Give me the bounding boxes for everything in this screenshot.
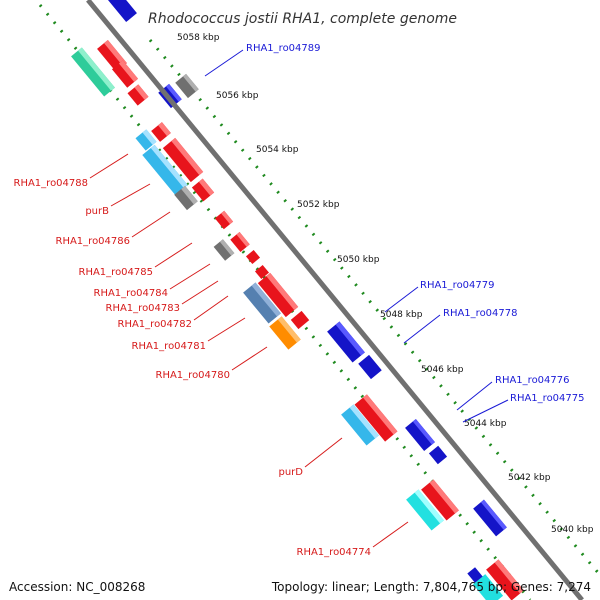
accession-text: Accession: NC_008268	[9, 580, 146, 594]
feature-red-10[interactable]	[254, 264, 270, 280]
feature-blue-4[interactable]	[358, 354, 382, 380]
scale-tick-label: 5046 kbp	[421, 365, 464, 375]
scale-tick-label: 5042 kbp	[508, 473, 551, 483]
scale-ticks: 5058 kbp 5056 kbp 5054 kbp 5052 kbp 5050…	[177, 33, 594, 535]
scale-tick-label: 5056 kbp	[216, 91, 259, 101]
feature-red-12[interactable]	[290, 310, 310, 330]
scale-tick-label: 5058 kbp	[177, 33, 220, 43]
reverse-gene-label[interactable]: RHA1_ro04781	[132, 341, 207, 352]
feature-red-14[interactable]	[421, 479, 459, 521]
scale-tick-label: 5054 kbp	[256, 145, 299, 155]
reverse-gene-label[interactable]: RHA1_ro04785	[79, 267, 154, 278]
reverse-gene-label[interactable]: RHA1_ro04783	[106, 303, 181, 314]
feature-blue-3[interactable]	[327, 321, 365, 363]
feature-red-5[interactable]	[162, 137, 204, 183]
reverse-feature-group	[71, 39, 524, 600]
scale-tick-label: 5050 kbp	[337, 255, 380, 265]
scale-tick-label: 5040 kbp	[551, 525, 594, 535]
feature-red-11[interactable]	[257, 272, 299, 318]
feature-gray-3[interactable]	[175, 73, 199, 99]
feature-blue-6[interactable]	[428, 445, 448, 465]
genome-stats-text: Topology: linear; Length: 7,804,765 bp; …	[271, 580, 591, 594]
reverse-gene-label[interactable]: RHA1_ro04788	[14, 178, 89, 189]
feature-red-15[interactable]	[486, 559, 524, 600]
feature-gray-2[interactable]	[213, 239, 235, 261]
feature-red-9[interactable]	[245, 249, 261, 265]
feature-cyan-1[interactable]	[135, 129, 157, 151]
reverse-labels: RHA1_ro04788 purB RHA1_ro04786 RHA1_ro04…	[14, 153, 409, 558]
reverse-gene-label[interactable]: RHA1_ro04786	[56, 236, 131, 247]
reverse-gene-label[interactable]: RHA1_ro04784	[94, 288, 169, 299]
forward-labels: RHA1_ro04789 RHA1_ro04779 RHA1_ro04778 R…	[204, 43, 585, 423]
feature-gray-1[interactable]	[174, 185, 198, 211]
feature-blue-5[interactable]	[405, 418, 435, 452]
feature-blue-1[interactable]	[107, 0, 137, 23]
feature-red-8[interactable]	[230, 232, 250, 252]
scale-tick-label: 5048 kbp	[380, 310, 423, 320]
feature-cyan-2[interactable]	[142, 144, 188, 196]
feature-red-4[interactable]	[151, 122, 171, 142]
forward-gene-label[interactable]: RHA1_ro04775	[510, 393, 585, 404]
forward-gene-label[interactable]: RHA1_ro04789	[246, 43, 321, 54]
feature-red-13[interactable]	[354, 394, 398, 442]
feature-red-3[interactable]	[127, 84, 149, 106]
reverse-gene-label[interactable]: purD	[279, 467, 304, 478]
feature-blue-8[interactable]	[467, 567, 483, 583]
reverse-gene-label[interactable]: purB	[85, 206, 109, 217]
feature-cyan-4[interactable]	[406, 489, 444, 531]
feature-red-2[interactable]	[111, 60, 139, 88]
feature-orange-1[interactable]	[269, 316, 301, 350]
genome-title: Rhodococcus jostii RHA1, complete genome	[148, 11, 457, 27]
scale-tick-label: 5052 kbp	[297, 200, 340, 210]
genome-backbone	[86, 0, 584, 600]
forward-guide-line	[148, 39, 600, 576]
forward-gene-label[interactable]: RHA1_ro04776	[495, 375, 570, 386]
reverse-gene-label[interactable]: RHA1_ro04774	[297, 547, 372, 558]
reverse-gene-label[interactable]: RHA1_ro04780	[156, 370, 231, 381]
feature-red-6[interactable]	[191, 178, 215, 202]
feature-teal-1[interactable]	[71, 47, 115, 97]
feature-cyan-3[interactable]	[341, 404, 379, 446]
reverse-gene-label[interactable]: RHA1_ro04782	[118, 319, 193, 330]
feature-steelblue-1[interactable]	[243, 282, 281, 324]
forward-gene-label[interactable]: RHA1_ro04779	[420, 280, 495, 291]
feature-blue-7[interactable]	[473, 499, 507, 537]
feature-red-7[interactable]	[214, 210, 234, 230]
forward-gene-label[interactable]: RHA1_ro04778	[443, 308, 518, 319]
feature-cyan-5[interactable]	[472, 574, 504, 600]
scale-tick-label: 5044 kbp	[464, 419, 507, 429]
